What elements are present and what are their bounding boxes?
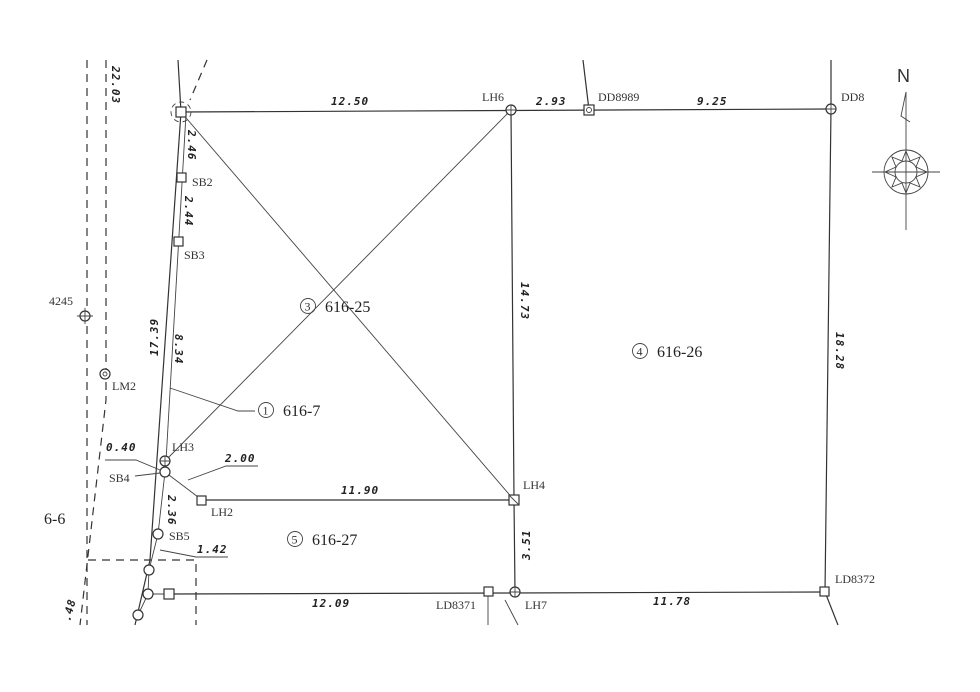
parcel-id: 616-7 [283, 403, 320, 420]
label-lm2: LM2 [112, 379, 136, 393]
dim-11-90: 11.90 [341, 484, 379, 497]
label-sb2: SB2 [192, 175, 213, 189]
parcel-616-7[interactable]: 1 616-7 [258, 402, 321, 421]
point-marker[interactable] [143, 564, 155, 576]
point-marker[interactable] [142, 588, 154, 600]
leader-arrow [134, 472, 161, 477]
dim-2-36: 2.36 [165, 494, 178, 526]
dashed-outline [88, 559, 197, 625]
label-lh2: LH2 [211, 505, 233, 519]
dim-2-46: 2.46 [185, 129, 198, 161]
dim-14-73: 14.73 [518, 282, 531, 320]
ld8371-marker[interactable] [483, 586, 494, 597]
label-dd8989: DD8989 [598, 90, 639, 104]
dim-12-50: 12.50 [331, 95, 369, 108]
dim-2-00: 2.00 [224, 452, 256, 465]
label-lh7: LH7 [525, 598, 547, 612]
parcel-6-6: 6-6 [44, 511, 65, 528]
highlight-circle [170, 101, 192, 123]
dd-right-marker[interactable] [825, 103, 837, 115]
parcel-number: 5 [292, 533, 298, 547]
sb2-marker[interactable] [176, 172, 187, 183]
parcel-616-26[interactable]: 4 616-26 [632, 343, 703, 362]
road-edge-dashed [79, 60, 107, 626]
label-sb4: SB4 [109, 471, 130, 485]
dim-9-25: 9.25 [697, 95, 728, 108]
label-lh6: LH6 [482, 90, 504, 104]
leader-arrow [105, 459, 161, 471]
sb3-marker[interactable] [173, 236, 184, 247]
diagonal-line [164, 109, 512, 462]
point-marker[interactable] [163, 588, 175, 600]
label-dd-right: DD8 [841, 90, 864, 104]
parcel-id: 616-26 [657, 344, 702, 361]
dim-3-51: 3.51 [520, 530, 533, 562]
label-ld8372: LD8372 [835, 572, 875, 586]
parcel-number: 3 [305, 300, 311, 314]
parcel-number: 4 [637, 345, 643, 359]
boundary-line [582, 59, 590, 111]
leader-arrow [159, 549, 228, 558]
label-lh3: LH3 [172, 440, 194, 454]
north-arrow-icon: N [872, 66, 940, 230]
boundary-sb4-lh2 [164, 471, 203, 501]
parcel-616-27[interactable]: 5 616-27 [287, 531, 358, 550]
south-boundary [168, 591, 826, 595]
corner-marker[interactable] [175, 106, 187, 118]
lm2-marker[interactable] [99, 368, 111, 380]
parcel-616-25[interactable]: 3 616-25 [300, 298, 371, 317]
lh4-marker[interactable] [508, 494, 520, 506]
label-lh4: LH4 [523, 478, 545, 492]
lh2-marker[interactable] [196, 495, 207, 506]
lh6-marker[interactable] [505, 104, 517, 116]
dim-2-44: 2.44 [182, 195, 195, 227]
label-sb5: SB5 [169, 529, 190, 543]
north-label: N [897, 66, 910, 86]
label-4245: 4245 [49, 294, 73, 308]
dd8989-marker[interactable] [583, 104, 595, 116]
label-sb3: SB3 [184, 248, 205, 262]
dim-0-40: 0.40 [106, 441, 137, 454]
parcel-id: 616-25 [325, 299, 370, 316]
lh3-marker[interactable] [159, 455, 171, 467]
dim-17-39: 17.39 [148, 318, 161, 356]
dim-11-78: 11.78 [653, 595, 691, 608]
ld8372-marker[interactable] [819, 586, 830, 597]
west-boundary [134, 59, 182, 626]
parcel-id: 616-27 [312, 532, 357, 549]
boundary-lh4-lh7 [513, 499, 516, 593]
dim-1-42: 1.42 [197, 543, 228, 556]
dim-22-03: 22.03 [109, 65, 122, 104]
boundary-line [504, 599, 519, 626]
parcel-number: 1 [263, 404, 269, 418]
dim-8-34: 8.34 [172, 334, 185, 365]
west-boundary-inner [165, 113, 187, 462]
leader-arrow [169, 387, 255, 412]
sb5-marker[interactable] [152, 528, 164, 540]
lh7-marker[interactable] [509, 586, 521, 598]
boundary-lh6-lh4 [510, 109, 515, 501]
dim-48: .48 [60, 597, 78, 622]
east-boundary [824, 60, 839, 626]
leader-arrow [187, 465, 258, 481]
diagonal-line [180, 111, 515, 501]
dashed-extension [189, 59, 208, 101]
dim-12-09: 12.09 [312, 597, 350, 610]
label-ld8371: LD8371 [436, 598, 476, 612]
sb4-marker[interactable] [159, 466, 171, 478]
dim-18-28: 18.28 [833, 332, 846, 370]
benchmark-4245-icon[interactable] [77, 308, 93, 324]
dim-2-93: 2.93 [535, 95, 567, 108]
point-marker[interactable] [132, 609, 144, 621]
